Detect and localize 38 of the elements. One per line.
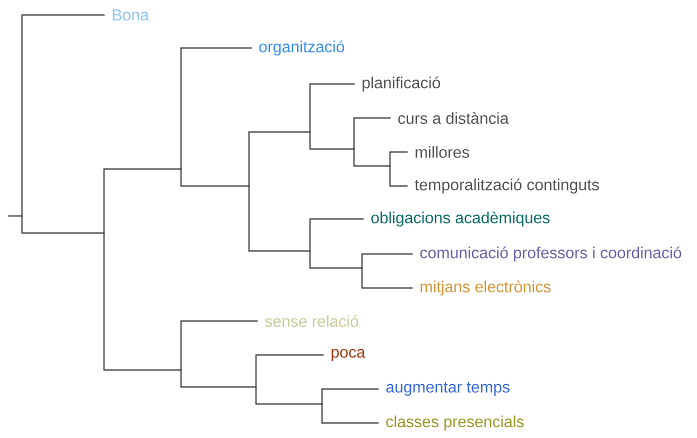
- branch-line: [248, 186, 310, 252]
- branch-line: [361, 253, 413, 268]
- branch-line: [389, 166, 408, 187]
- leaf-label: comunicació professors i coordinació: [420, 246, 682, 262]
- branch-line: [321, 388, 379, 404]
- branch-line: [255, 386, 322, 405]
- branch-line: [21, 216, 104, 234]
- branch-line: [309, 83, 355, 132]
- branch-line: [309, 251, 362, 269]
- branch-line: [309, 132, 354, 150]
- leaf-label: millores: [416, 146, 470, 158]
- branch-line: [321, 404, 379, 424]
- branch-line: [353, 149, 390, 167]
- branch-line: [255, 354, 324, 387]
- leaf-label: Bona: [112, 9, 149, 21]
- leaf-label: classes presencials: [386, 416, 524, 430]
- branch-line: [361, 268, 413, 289]
- leaf-label: obligacions acadèmiques: [371, 211, 550, 227]
- branch-line: [103, 233, 181, 371]
- branch-line: [21, 14, 105, 216]
- branch-line: [180, 168, 249, 187]
- leaf-label: poca: [332, 349, 366, 361]
- leaf-label: augmentar temps: [386, 382, 510, 396]
- leaf-label: temporalització continguts: [414, 178, 599, 194]
- branch-line: [353, 117, 391, 149]
- leaf-label: sense relació: [265, 315, 358, 327]
- branch-line: [389, 151, 408, 166]
- branch-line: [180, 320, 258, 370]
- leaf-label: organització: [259, 40, 344, 56]
- branch-line: [309, 218, 364, 251]
- leaf-label: curs a distància: [398, 112, 509, 124]
- branch-line: [8, 215, 22, 217]
- branch-line: [180, 47, 252, 169]
- branch-line: [103, 168, 181, 233]
- branch-line: [180, 370, 256, 388]
- branch-line: [248, 131, 310, 186]
- leaf-label: mitjans electrònics: [420, 280, 551, 296]
- leaf-label: planificació: [362, 76, 440, 92]
